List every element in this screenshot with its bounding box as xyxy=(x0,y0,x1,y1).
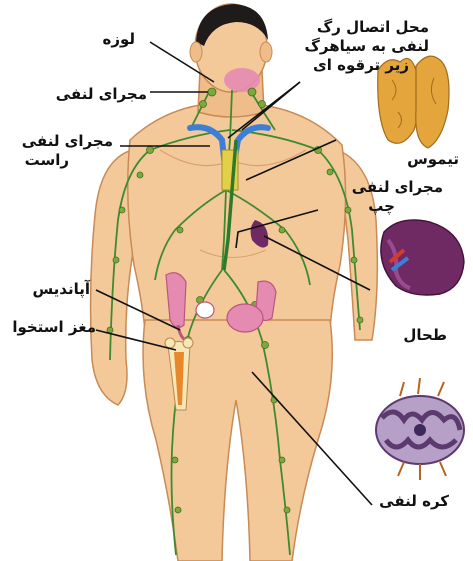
label-spleen: طحال xyxy=(403,326,447,344)
right-ear xyxy=(190,42,202,62)
label-junction-line1: محل اتصال رگ xyxy=(317,18,429,36)
label-junction-line3: زیر ترقوه ای xyxy=(313,56,409,74)
label-left-duct-line1: مجرای لنفی xyxy=(352,178,443,196)
label-tonsil: لوزه xyxy=(102,30,135,48)
label-right-duct-line1: مجرای لنفی xyxy=(22,132,113,150)
label-junction-line2: لنفی به سیاهرگ xyxy=(305,37,430,55)
label-appendix: آپاندیس xyxy=(32,280,90,298)
label-left-duct-line2: چپ xyxy=(368,197,395,215)
label-lymph-duct: مجرای لنفی xyxy=(56,85,147,103)
label-lymph-node: کره لنفی xyxy=(379,492,449,510)
left-ear xyxy=(260,42,272,62)
label-bone-marrow: مغز استخوا xyxy=(12,318,96,336)
label-thymus: تیموس xyxy=(407,150,459,168)
spleen-illustration xyxy=(381,220,464,295)
lymph-node-illustration xyxy=(376,378,464,480)
label-right-duct-line2: راست xyxy=(25,151,69,169)
tonsil-area xyxy=(224,68,260,92)
